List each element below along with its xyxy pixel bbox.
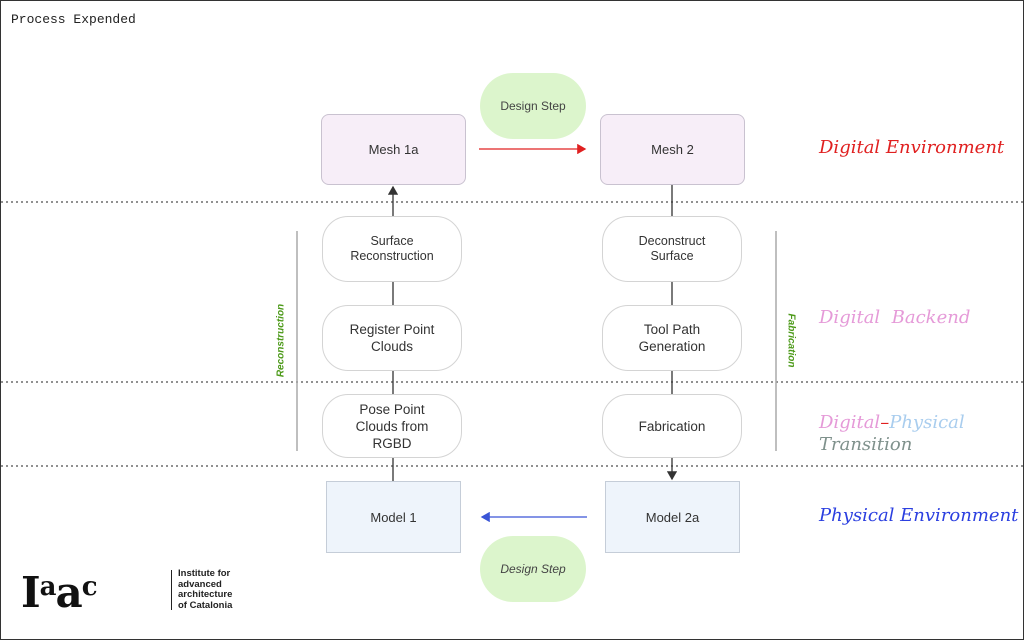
zone-transition-digital: Digital: [819, 412, 881, 433]
zone-physical-environment: Physical Environment: [819, 505, 1019, 526]
reconstruction-label: Reconstruction: [275, 303, 287, 378]
zone-digital-physical: Digital–Physical: [819, 412, 965, 433]
page-title: Process Expended: [11, 12, 136, 27]
zone-digital-environment: Digital Environment: [819, 137, 1005, 158]
fabrication-side-label: Fabrication: [785, 313, 797, 368]
design-step-top: Design Step: [480, 73, 586, 139]
surface-reconstruction-box: Surface Reconstruction: [322, 216, 462, 282]
deconstruct-surface-box: Deconstruct Surface: [602, 216, 742, 282]
pose-point-clouds-box: Pose Point Clouds from RGBD: [322, 394, 462, 458]
design-step-bottom: Design Step: [480, 536, 586, 602]
zone-transition-physical: Physical: [889, 412, 965, 433]
model-1-box: Model 1: [326, 481, 461, 553]
tool-path-generation-box: Tool Path Generation: [602, 305, 742, 371]
logo-divider: [171, 570, 172, 610]
zone-digital-backend: Digital Backend: [819, 307, 971, 328]
iaac-logo: Iaac Institute for advanced architecture…: [21, 566, 236, 617]
iaac-logo-text: Institute for advanced architecture of C…: [178, 568, 233, 611]
mesh-2-box: Mesh 2: [600, 114, 745, 185]
model-2a-box: Model 2a: [605, 481, 740, 553]
zone-transition-dash: –: [880, 412, 890, 433]
iaac-logo-mark: Iaac: [21, 568, 98, 617]
fabrication-box: Fabrication: [602, 394, 742, 458]
mesh-1a-box: Mesh 1a: [321, 114, 466, 185]
register-point-clouds-box: Register Point Clouds: [322, 305, 462, 371]
zone-transition: Transition: [819, 434, 913, 455]
